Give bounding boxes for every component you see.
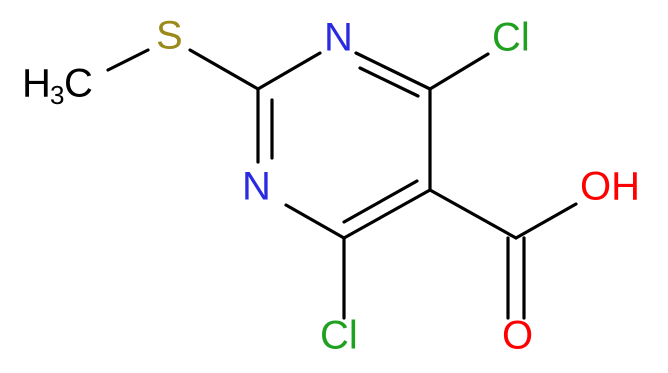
- methyl-subscript-label: 3: [50, 80, 64, 110]
- nitrogen-top-label: N: [324, 16, 353, 60]
- bonds: [106, 48, 578, 320]
- bond-c4-n3: [284, 203, 346, 240]
- carbonyl-oxygen-label: O: [502, 314, 533, 358]
- bond-n1-c6: [354, 51, 432, 91]
- bond-s-c2: [188, 48, 260, 91]
- bond-c5-c4: [342, 188, 432, 240]
- bond-c5-c4-inner: [342, 179, 419, 224]
- bond-c5-ccooh: [428, 188, 518, 240]
- sulfur-label: S: [156, 14, 183, 58]
- methyl-h-label: H: [22, 62, 51, 106]
- methyl-c-label: C: [64, 62, 93, 106]
- nitrogen-left-label: N: [242, 165, 271, 209]
- bond-c2-n1: [256, 51, 322, 91]
- bond-n1-c6-inner: [358, 66, 420, 98]
- hydroxyl-label: OH: [580, 165, 640, 209]
- chlorine-top-label: Cl: [492, 16, 530, 60]
- bond-c-oh: [514, 202, 578, 240]
- bond-ch3-s: [106, 48, 150, 72]
- chlorine-bottom-label: Cl: [320, 314, 358, 358]
- bond-c6-cl: [428, 52, 490, 91]
- atom-labels: H 3 C S N N Cl Cl OH O: [22, 14, 640, 358]
